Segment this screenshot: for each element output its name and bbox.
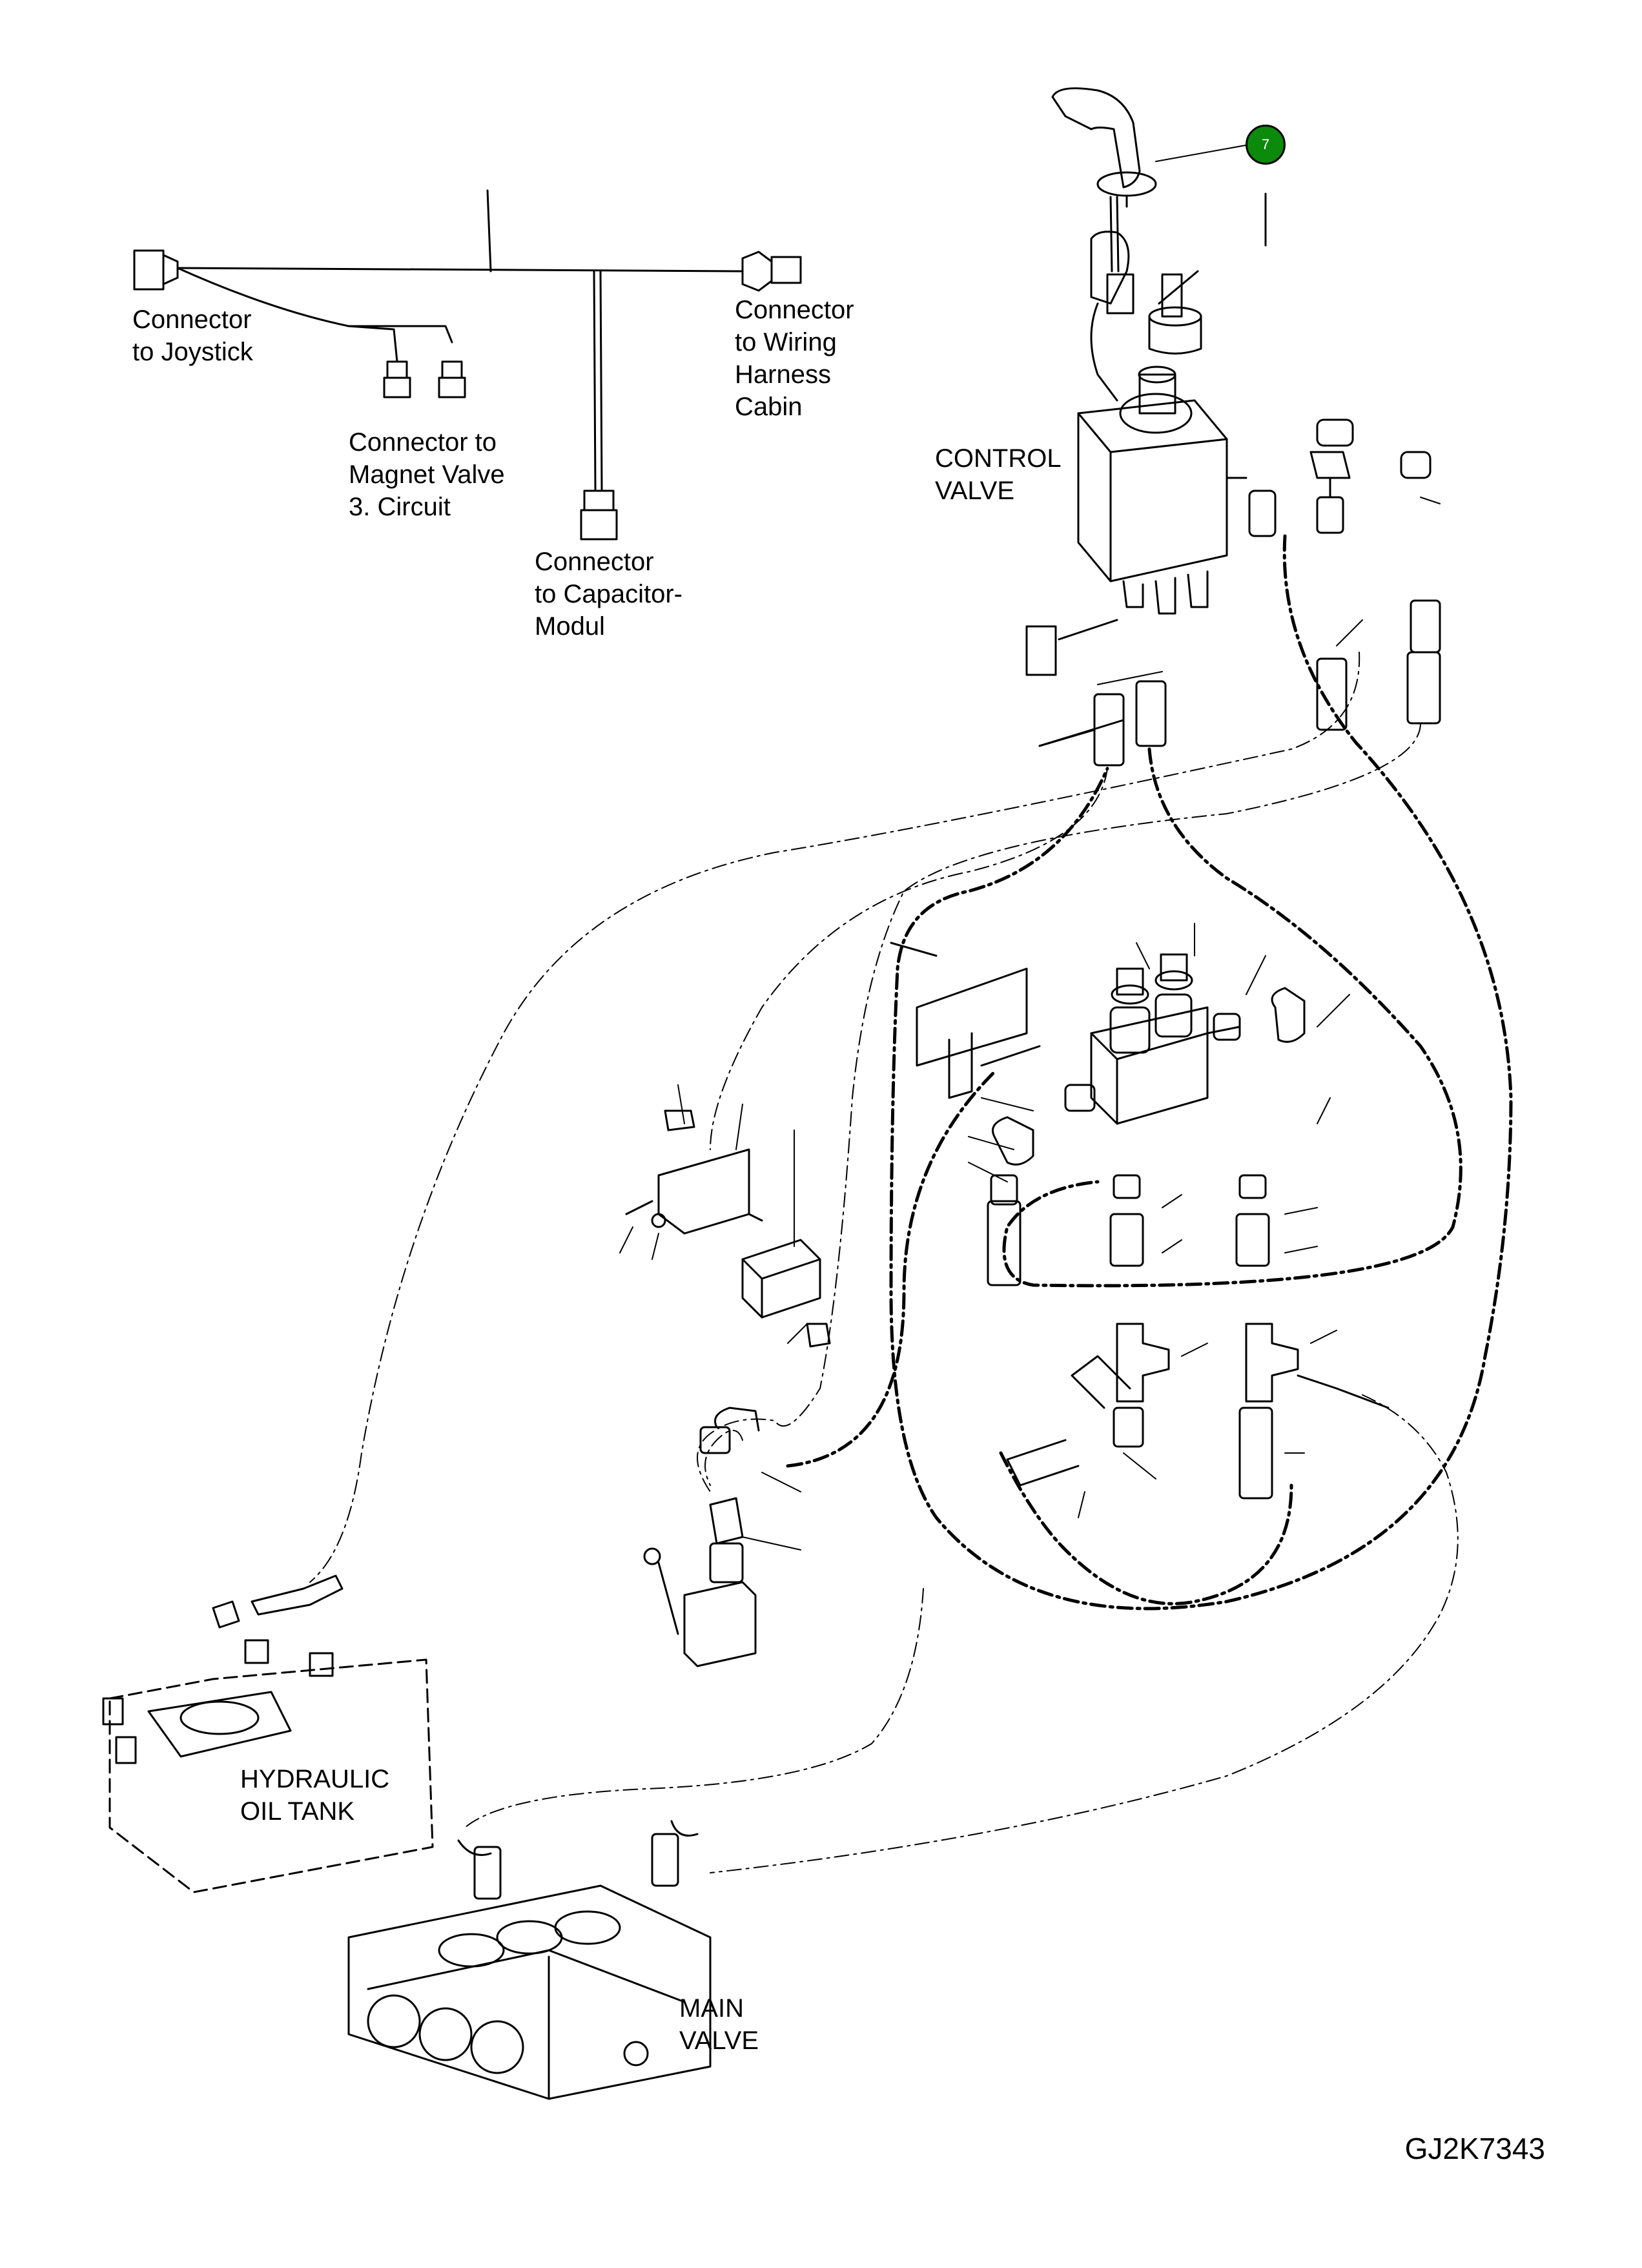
label-connector-joystick: Connector to Joystick <box>132 305 253 366</box>
hydraulic-tank <box>102 1574 434 1893</box>
control-valve-fittings <box>1025 418 1441 767</box>
capacitor-module <box>625 1109 831 1348</box>
label-connector-capacitor: Connector to Capacitor- Modul <box>535 548 682 641</box>
label-connector-wiring: Connector to Wiring Harness Cabin <box>735 296 854 421</box>
hydraulic-hoses <box>309 534 1513 1873</box>
wiring-harness <box>133 189 802 541</box>
joystick-assembly <box>1051 87 1202 402</box>
joystick-connector-shape <box>133 249 165 291</box>
cabin-connector-shape <box>741 251 773 292</box>
callout-7: 7 <box>1246 125 1286 165</box>
label-main-valve: MAIN VALVE <box>679 1994 759 2055</box>
control-valve-body <box>1077 192 1267 615</box>
leader-lines <box>619 145 1441 1551</box>
drawing-code: GJ2K7343 <box>1404 2132 1545 2165</box>
label-control-valve: CONTROL VALVE <box>935 444 1062 505</box>
lower-fittings <box>643 1407 760 1667</box>
capacitor-connector-shape <box>583 490 615 511</box>
label-connector-magnet-valve: Connector to Magnet Valve 3. Circuit <box>349 428 505 521</box>
main-valve-body <box>347 1820 712 2100</box>
solenoid-valve-block <box>890 942 1390 1500</box>
magnet-valve-connectors <box>383 360 466 398</box>
label-hydraulic-oil-tank: HYDRAULIC OIL TANK <box>240 1765 390 1826</box>
